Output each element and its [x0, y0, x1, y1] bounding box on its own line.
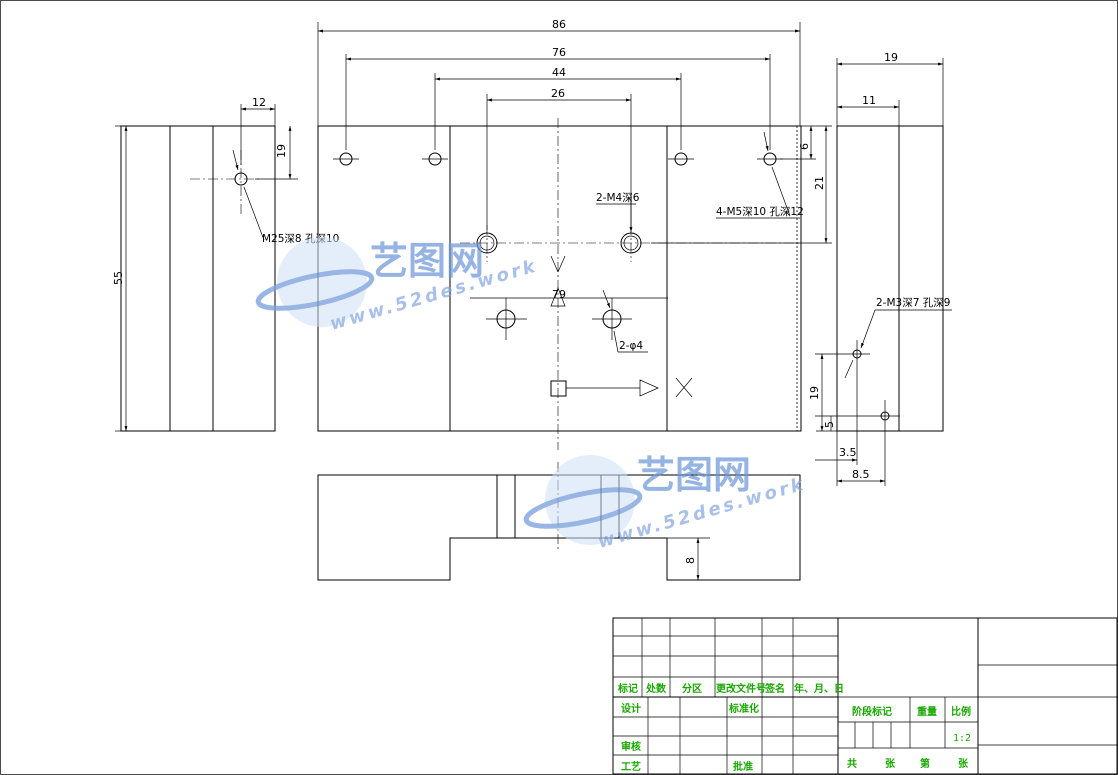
tb-header-zone: 分区	[682, 682, 702, 695]
right-view-outline	[836, 125, 944, 432]
tb-header-date: 年、月、日	[794, 682, 844, 695]
dim-hole-span-outer: 76	[552, 46, 566, 59]
callout-m3: 2-M3深7 孔深9	[876, 296, 950, 309]
tb-scale-label: 比例	[951, 705, 971, 718]
dim-overall-height: 55	[112, 271, 125, 285]
front-view: 79 86 76 44 26 6 21 2-M4深6	[317, 18, 832, 450]
datum-square	[550, 380, 567, 397]
dim-side-x2: 8.5	[852, 468, 870, 481]
callout-phi4: 2-φ4	[619, 340, 643, 352]
dim-top-small: 6	[798, 143, 811, 150]
tb-sheets-unit: 张	[885, 757, 896, 770]
right-view: 19 11 19 5 3.5 8.5 2-M3深7 孔深9	[808, 51, 952, 486]
title-block: 标记 处数 分区 更改文件号 签名 年、月、日 设计 标准化 审核 工艺 批准 …	[612, 617, 1118, 775]
callout-m4: 2-M4深6	[596, 192, 640, 204]
direction-arrow	[639, 379, 659, 397]
dim-right-inner: 11	[862, 94, 876, 107]
left-view-outline	[120, 125, 276, 432]
dim-angle: 79	[552, 288, 566, 301]
watermark-brand: 艺图网	[370, 239, 484, 283]
tb-design: 设计	[621, 702, 641, 715]
dim-hole-span-inner: 44	[552, 66, 566, 79]
dim-bottom-step: 8	[684, 557, 697, 564]
tb-standardize: 标准化	[728, 702, 759, 715]
phi4-holes	[486, 298, 632, 340]
tb-sheets-total: 共	[847, 757, 857, 770]
tb-sheet-unit: 张	[958, 757, 969, 770]
watermark-brand-2: 艺图网	[637, 453, 751, 497]
tb-header-sign: 签名	[764, 682, 785, 695]
dim-side-small: 5	[823, 421, 836, 428]
tb-weight: 重量	[917, 705, 937, 718]
left-view: 12 19 55 M25深8 孔深10	[112, 96, 339, 432]
dim-side-x1: 3.5	[839, 446, 857, 459]
tb-stage-mark: 阶段标记	[852, 705, 892, 718]
tb-approve: 批准	[733, 760, 753, 773]
dim-center-span: 26	[551, 87, 565, 100]
tb-header-mark: 标记	[617, 682, 638, 695]
m4-holes	[476, 225, 642, 262]
m5-holes	[333, 152, 783, 166]
tb-scale-value: 1:2	[953, 733, 971, 744]
tb-review: 审核	[621, 740, 641, 753]
tb-sheet-no: 第	[920, 757, 930, 770]
dim-overall-width: 86	[552, 18, 566, 31]
dim-left-height: 19	[275, 144, 288, 158]
tb-process: 工艺	[621, 760, 641, 773]
dim-side-height: 19	[808, 386, 821, 400]
tb-header-count: 处数	[645, 682, 667, 695]
dim-right-width: 19	[884, 51, 898, 64]
dim-left-offset: 12	[252, 96, 266, 109]
tb-header-change-doc: 更改文件号	[716, 682, 766, 695]
dim-top-depth: 21	[813, 176, 826, 190]
callout-m5: 4-M5深10 孔深12	[716, 205, 804, 218]
